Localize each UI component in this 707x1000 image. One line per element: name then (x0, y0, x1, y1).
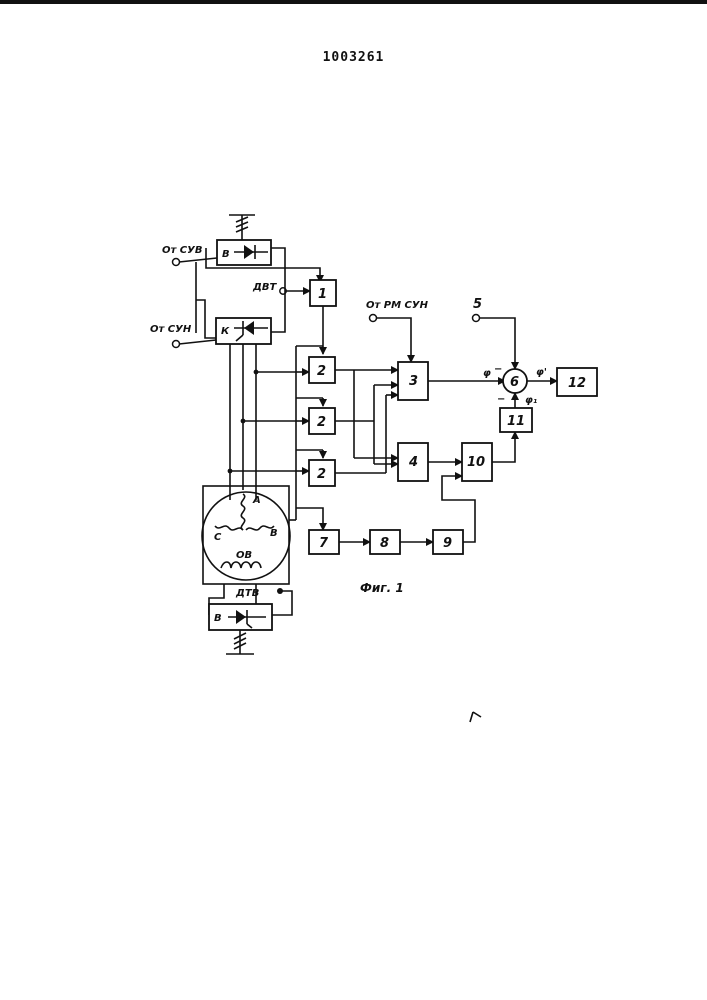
block-2-middle: 2 (309, 408, 335, 434)
svg-text:8: 8 (380, 536, 389, 551)
motor-phase-b-label: В (270, 528, 278, 539)
svg-text:2: 2 (317, 467, 326, 482)
ground-bottom-symbol (226, 630, 254, 654)
svg-text:−: − (494, 364, 502, 375)
svg-text:7: 7 (319, 536, 329, 551)
svg-text:φ': φ' (536, 367, 547, 378)
svg-text:6: 6 (510, 375, 519, 390)
lower-rectifier-label: В (214, 613, 222, 624)
block-11: 11 (500, 408, 532, 432)
svg-text:11: 11 (507, 414, 525, 429)
block-4: 4 (398, 443, 428, 481)
thyristor-label: К (221, 326, 230, 337)
input-from-suv-label: От СУВ (162, 245, 202, 256)
input-from-rm-sun: От РМ СУН (366, 300, 429, 362)
block-7: 7 (309, 530, 339, 554)
svg-text:9: 9 (443, 536, 452, 551)
block-9: 9 (433, 530, 463, 554)
svg-text:−: − (497, 394, 505, 405)
figure-caption: Фиг. 1 (360, 581, 404, 595)
input-from-sun: От СУН (150, 324, 216, 348)
block-12: 12 (557, 368, 597, 396)
motor-phase-c-label: С (214, 532, 222, 543)
svg-text:4: 4 (408, 455, 418, 470)
svg-text:φ: φ (483, 368, 491, 379)
block-2-lower: 2 (309, 460, 335, 486)
block-2-upper: 2 (309, 357, 335, 383)
upper-rectifier: В (217, 240, 271, 265)
block-10: 10 (462, 443, 492, 481)
ground-top-symbol (229, 215, 255, 240)
upper-rectifier-label: В (222, 249, 230, 260)
thyristor-block: К (216, 318, 271, 344)
motor-field-winding-label: ОВ (236, 550, 252, 561)
svg-text:12: 12 (568, 376, 586, 391)
svg-text:5: 5 (473, 297, 482, 312)
block-1: 1 (310, 280, 336, 306)
block-8: 8 (370, 530, 400, 554)
summator-6: 6 (503, 369, 527, 393)
lower-rectifier: В (209, 604, 272, 630)
block-3: 3 (398, 362, 428, 400)
svg-text:φ₁: φ₁ (525, 395, 537, 406)
input-from-sun-label: От СУН (150, 324, 192, 335)
input-5: 5 (473, 297, 516, 369)
svg-text:1: 1 (318, 287, 327, 302)
svg-text:10: 10 (467, 455, 485, 470)
svg-text:2: 2 (317, 364, 326, 379)
scan-speck-marks (470, 712, 481, 722)
svg-text:2: 2 (317, 415, 326, 430)
sensor-dvt-label: ДВТ (252, 282, 278, 293)
input-from-suv: От СУВ (162, 245, 217, 266)
input-from-rm-sun-label: От РМ СУН (366, 300, 429, 311)
motor: A В С ОВ (202, 486, 290, 584)
motor-phase-a-label: A (252, 495, 261, 506)
svg-text:3: 3 (409, 374, 418, 389)
